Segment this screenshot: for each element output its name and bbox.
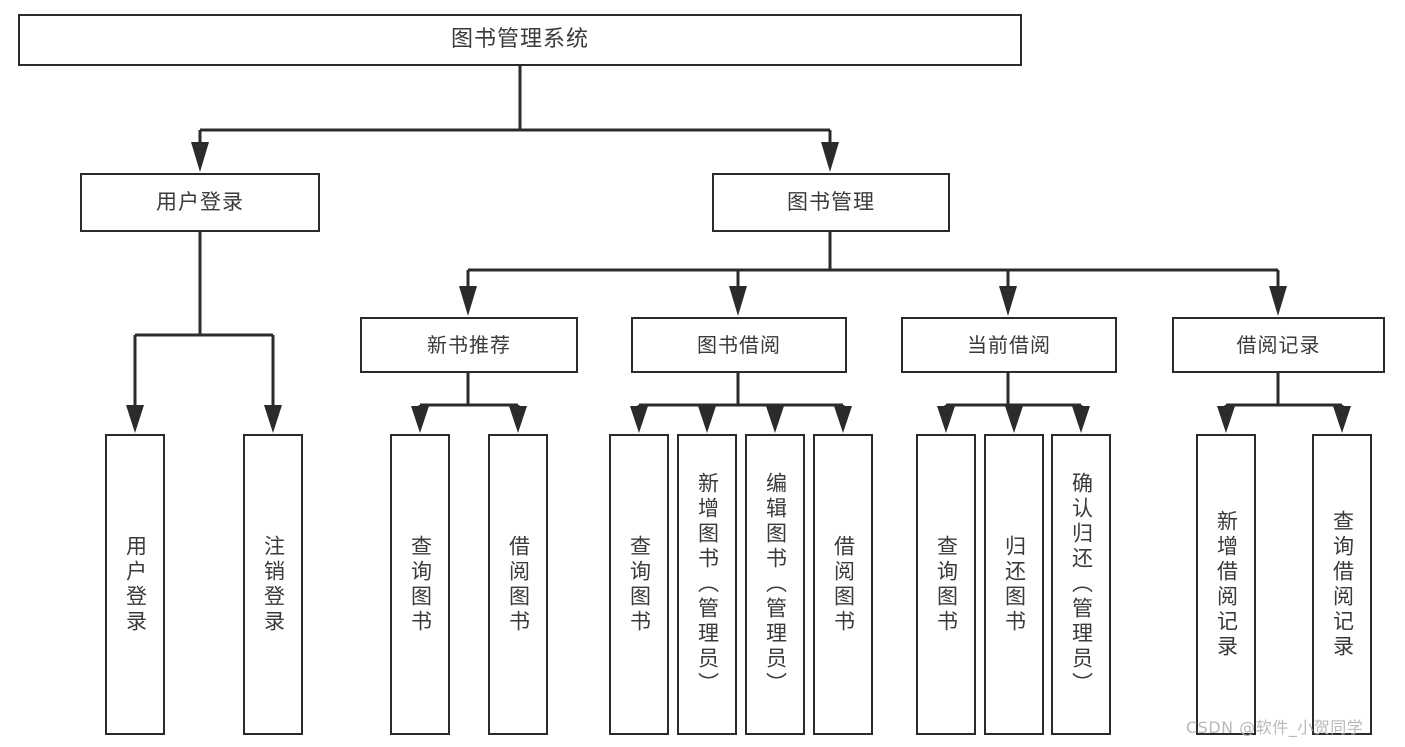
leaf-confirm-return-admin[interactable]: 确认归还（管理员） [1051, 434, 1111, 735]
leaf-label: 查询图书 [627, 534, 652, 635]
leaf-query-book-current[interactable]: 查询图书 [916, 434, 976, 735]
leaf-label: 查询图书 [408, 534, 433, 635]
node-root-system[interactable]: 图书管理系统 [18, 14, 1022, 66]
node-label: 新书推荐 [427, 332, 511, 357]
leaf-borrow-book[interactable]: 借阅图书 [813, 434, 873, 735]
node-label: 当前借阅 [967, 332, 1051, 357]
node-label: 用户登录 [156, 190, 244, 215]
leaf-add-borrow-record[interactable]: 新增借阅记录 [1196, 434, 1256, 735]
leaf-user-login[interactable]: 用户登录 [105, 434, 165, 735]
watermark: CSDN @软件_小贺同学 [1186, 718, 1364, 737]
leaf-edit-book-admin[interactable]: 编辑图书（管理员） [745, 434, 805, 735]
leaf-logout[interactable]: 注销登录 [243, 434, 303, 735]
leaf-label: 借阅图书 [831, 534, 856, 635]
node-book-borrow[interactable]: 图书借阅 [631, 317, 847, 373]
leaf-label: 编辑图书（管理员） [763, 472, 788, 697]
leaf-label: 新增图书（管理员） [695, 472, 720, 697]
node-user-login[interactable]: 用户登录 [80, 173, 320, 232]
leaf-query-book-recommend[interactable]: 查询图书 [390, 434, 450, 735]
leaf-query-book-borrow[interactable]: 查询图书 [609, 434, 669, 735]
leaf-label: 借阅图书 [506, 534, 531, 635]
leaf-label: 注销登录 [261, 534, 286, 635]
leaf-label: 查询借阅记录 [1330, 509, 1355, 660]
leaf-query-borrow-record[interactable]: 查询借阅记录 [1312, 434, 1372, 735]
leaf-add-book-admin[interactable]: 新增图书（管理员） [677, 434, 737, 735]
node-book-management[interactable]: 图书管理 [712, 173, 950, 232]
node-label: 借阅记录 [1236, 332, 1321, 357]
leaf-label: 用户登录 [123, 534, 148, 635]
leaf-label: 查询图书 [934, 534, 959, 635]
leaf-label: 新增借阅记录 [1214, 509, 1239, 660]
node-current-borrow[interactable]: 当前借阅 [901, 317, 1117, 373]
leaf-borrow-book-recommend[interactable]: 借阅图书 [488, 434, 548, 735]
leaf-label: 确认归还（管理员） [1069, 472, 1094, 697]
node-borrow-record[interactable]: 借阅记录 [1172, 317, 1385, 373]
node-label: 图书借阅 [697, 332, 781, 357]
node-label: 图书管理 [787, 190, 875, 215]
node-new-book-recommend[interactable]: 新书推荐 [360, 317, 578, 373]
leaf-label: 归还图书 [1002, 534, 1027, 635]
leaf-return-book[interactable]: 归还图书 [984, 434, 1044, 735]
node-label: 图书管理系统 [450, 27, 589, 53]
